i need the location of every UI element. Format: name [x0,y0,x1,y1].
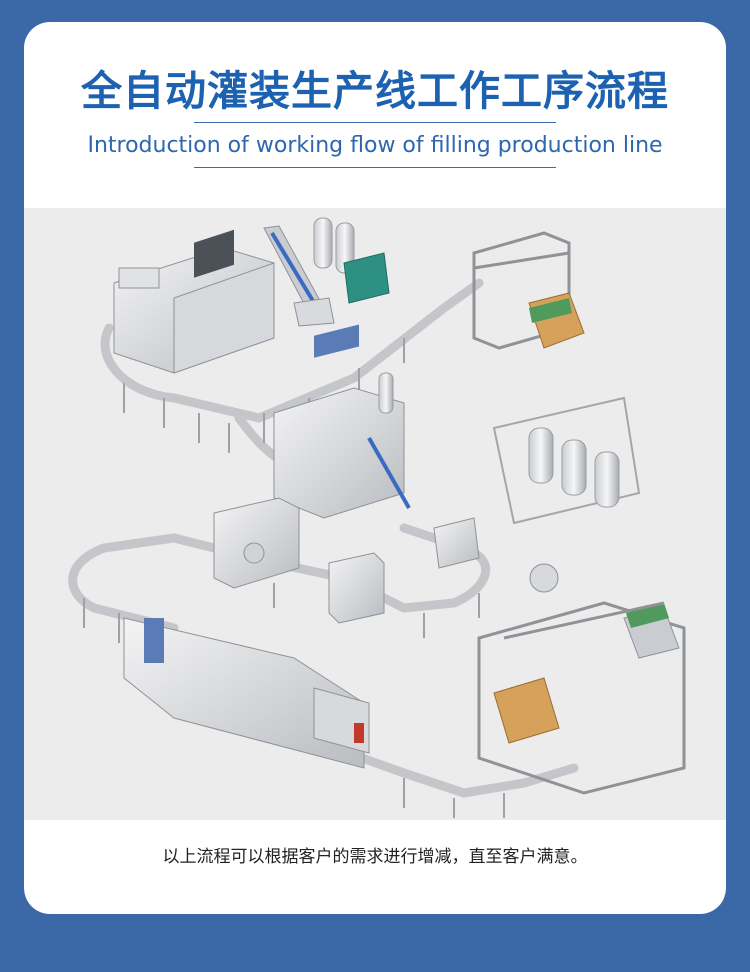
water-treatment-tanks [313,217,390,304]
production-line-illustration [24,208,726,820]
palletizer-bottom [477,601,686,795]
conveyor-middle [68,523,491,633]
blow-molding-machine [113,229,275,374]
filling-machine [273,324,411,519]
footer-note: 以上流程可以根据客户的需求进行增减，直至客户满意。 [162,847,588,867]
cip-system [492,396,641,525]
page-subtitle: Introduction of working flow of filling … [87,133,663,158]
preform-elevator [263,225,335,327]
conveyor-upper [100,278,484,423]
conveyor-legs [83,338,505,818]
title-top-rule [194,122,556,123]
content-card: 全自动灌装生产线工作工序流程 Introduction of working f… [24,22,726,914]
page-title: 全自动灌装生产线工作工序流程 [81,67,669,115]
shrink-wrap-machine [123,617,370,769]
labeling-machine [213,497,300,589]
conveyor-lower [329,743,579,798]
inspection-machine [328,517,559,624]
palletizer-top [472,231,585,350]
title-bottom-rule [194,167,556,168]
